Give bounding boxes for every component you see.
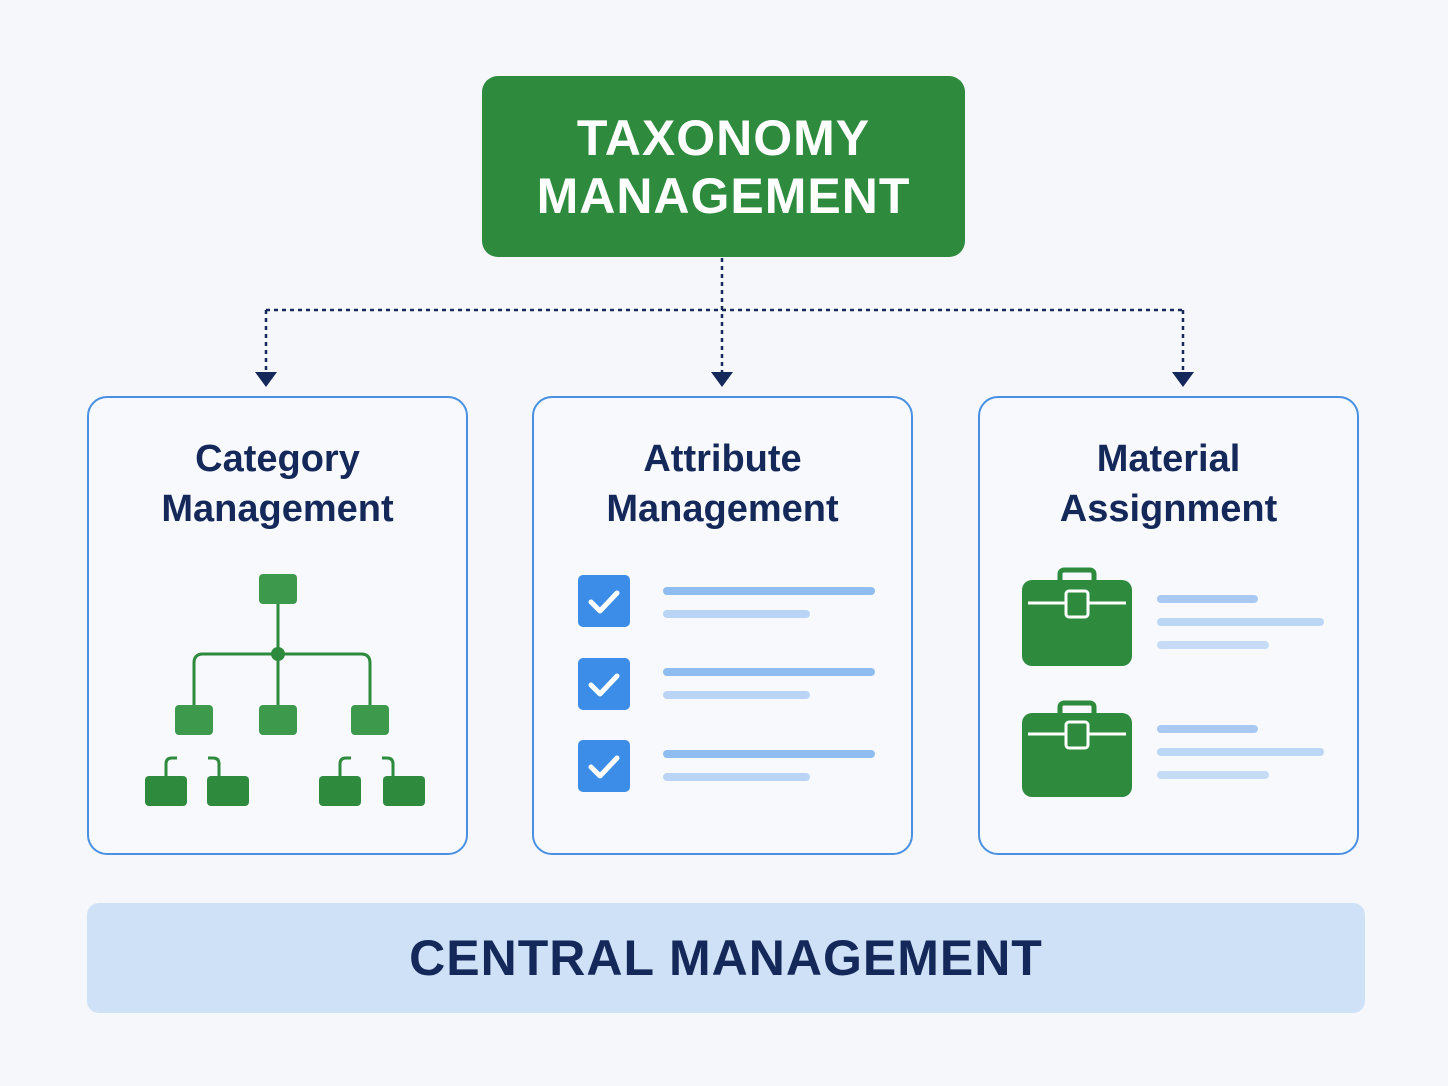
checklist-icon — [578, 575, 875, 792]
checkbox-icon — [578, 740, 630, 792]
taxonomy-management-box: TAXONOMY MANAGEMENT — [482, 76, 965, 257]
briefcase-icon — [1022, 700, 1132, 797]
central-management-bar: CENTRAL MANAGEMENT — [87, 903, 1365, 1013]
card-title: Category Management — [89, 434, 466, 534]
top-title-line1: TAXONOMY — [576, 109, 871, 166]
taxonomy-management-title: TAXONOMY MANAGEMENT — [537, 109, 911, 225]
hierarchy-tree-icon — [145, 574, 425, 806]
material-assignment-card: Material Assignment — [978, 396, 1359, 855]
arrowhead-center — [711, 372, 733, 387]
briefcase-list-icon — [1022, 567, 1324, 797]
card-title-line1: Attribute — [643, 438, 802, 480]
checkbox-icon — [578, 658, 630, 710]
arrowhead-left — [255, 372, 277, 387]
card-title: Material Assignment — [980, 434, 1357, 534]
card-title-line2: Assignment — [1059, 488, 1278, 530]
checkbox-icon — [578, 575, 630, 627]
card-title: Attribute Management — [534, 434, 911, 534]
briefcase-icon — [1022, 567, 1132, 666]
card-title-line1: Category — [195, 438, 360, 480]
category-management-card: Category Management — [87, 396, 468, 855]
central-management-label: CENTRAL MANAGEMENT — [409, 930, 1043, 986]
card-title-line2: Management — [606, 488, 839, 530]
top-title-line2: MANAGEMENT — [536, 167, 911, 224]
card-title-line1: Material — [1096, 438, 1241, 480]
attribute-management-card: Attribute Management — [532, 396, 913, 855]
card-title-line2: Management — [161, 488, 394, 530]
arrowhead-right — [1172, 372, 1194, 387]
